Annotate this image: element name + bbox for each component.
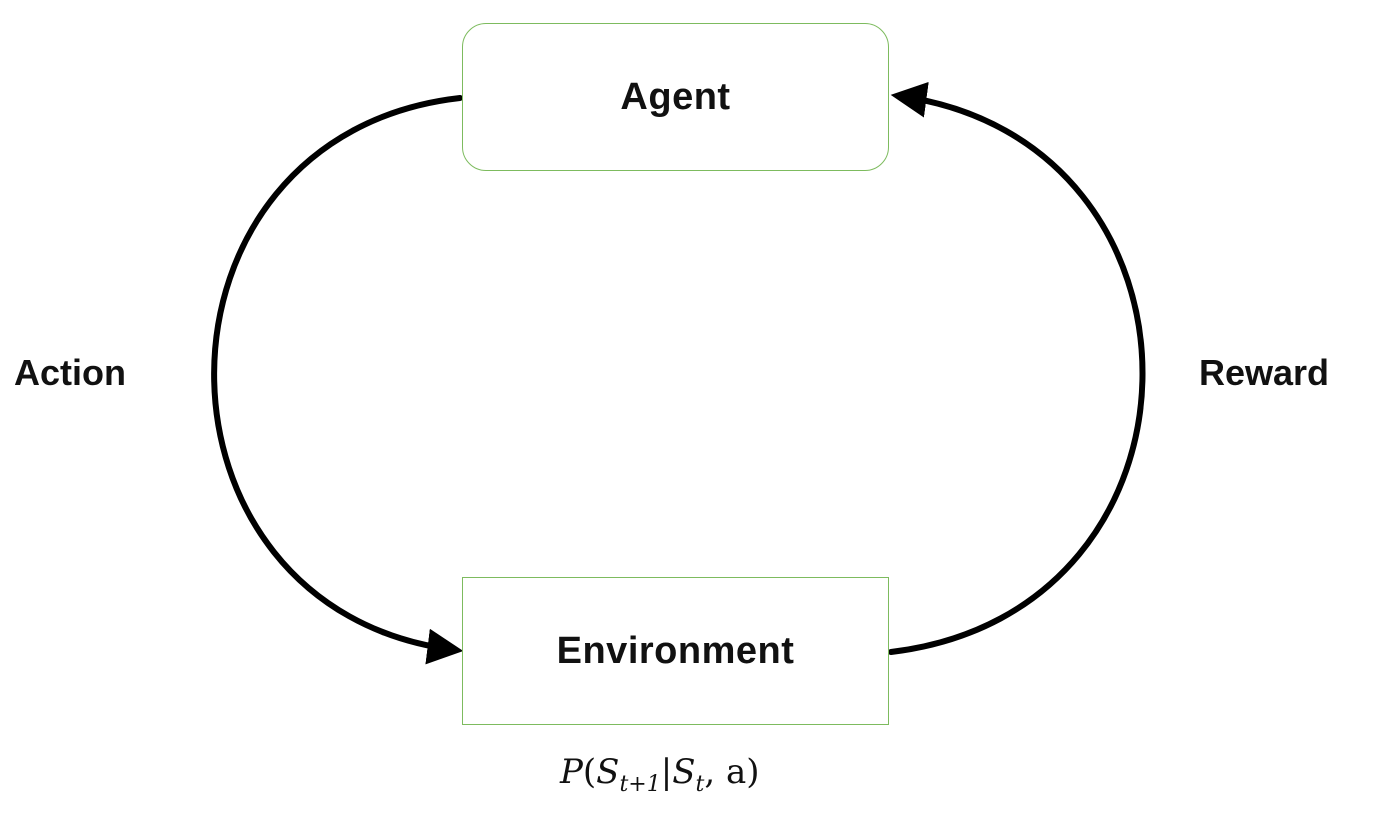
- formula-p: P: [560, 752, 583, 792]
- agent-label: Agent: [620, 75, 731, 118]
- formula-s-next-subscript: t+1: [619, 772, 661, 797]
- formula-close-paren: ): [746, 752, 760, 792]
- environment-node: Environment: [462, 577, 889, 725]
- agent-node: Agent: [462, 23, 889, 171]
- action-arrow: [211, 95, 464, 665]
- transition-probability-formula: P(St+1|St, a): [560, 752, 800, 808]
- formula-bar: |: [660, 752, 673, 792]
- formula-action: a: [725, 752, 747, 792]
- formula-open-paren: (: [582, 752, 597, 792]
- formula-comma: ,: [704, 752, 716, 792]
- reward-label: Reward: [1199, 352, 1330, 393]
- environment-label: Environment: [556, 629, 795, 672]
- formula-s-current-subscript: t: [695, 772, 705, 797]
- formula-s-current: S: [672, 752, 696, 792]
- action-label: Action: [14, 352, 126, 393]
- formula-s-next: S: [596, 752, 620, 792]
- reward-arrow: [888, 81, 1146, 655]
